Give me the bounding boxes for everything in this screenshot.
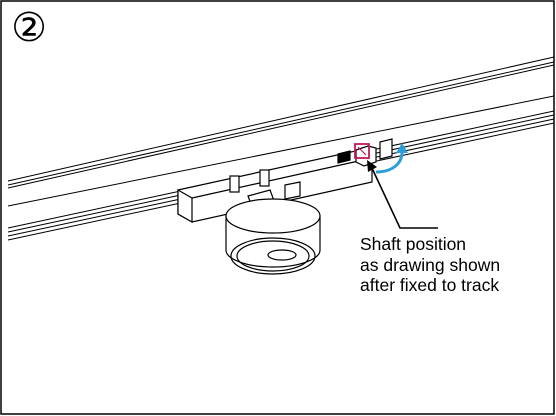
step-number: ② [11, 5, 47, 51]
track-adapter [177, 138, 393, 224]
shaft-highlight [354, 143, 370, 159]
callout-line-1: Shaft position [360, 234, 467, 254]
callout-line-2: as drawing shown [360, 254, 501, 275]
callout-line-3: after fixed to track [360, 275, 500, 295]
callout-text: Shaft position as drawing shown after fi… [360, 234, 554, 296]
spotlight-head [225, 189, 321, 275]
leader-arrow-icon [367, 160, 438, 229]
rotation-arrow-icon [375, 143, 408, 174]
